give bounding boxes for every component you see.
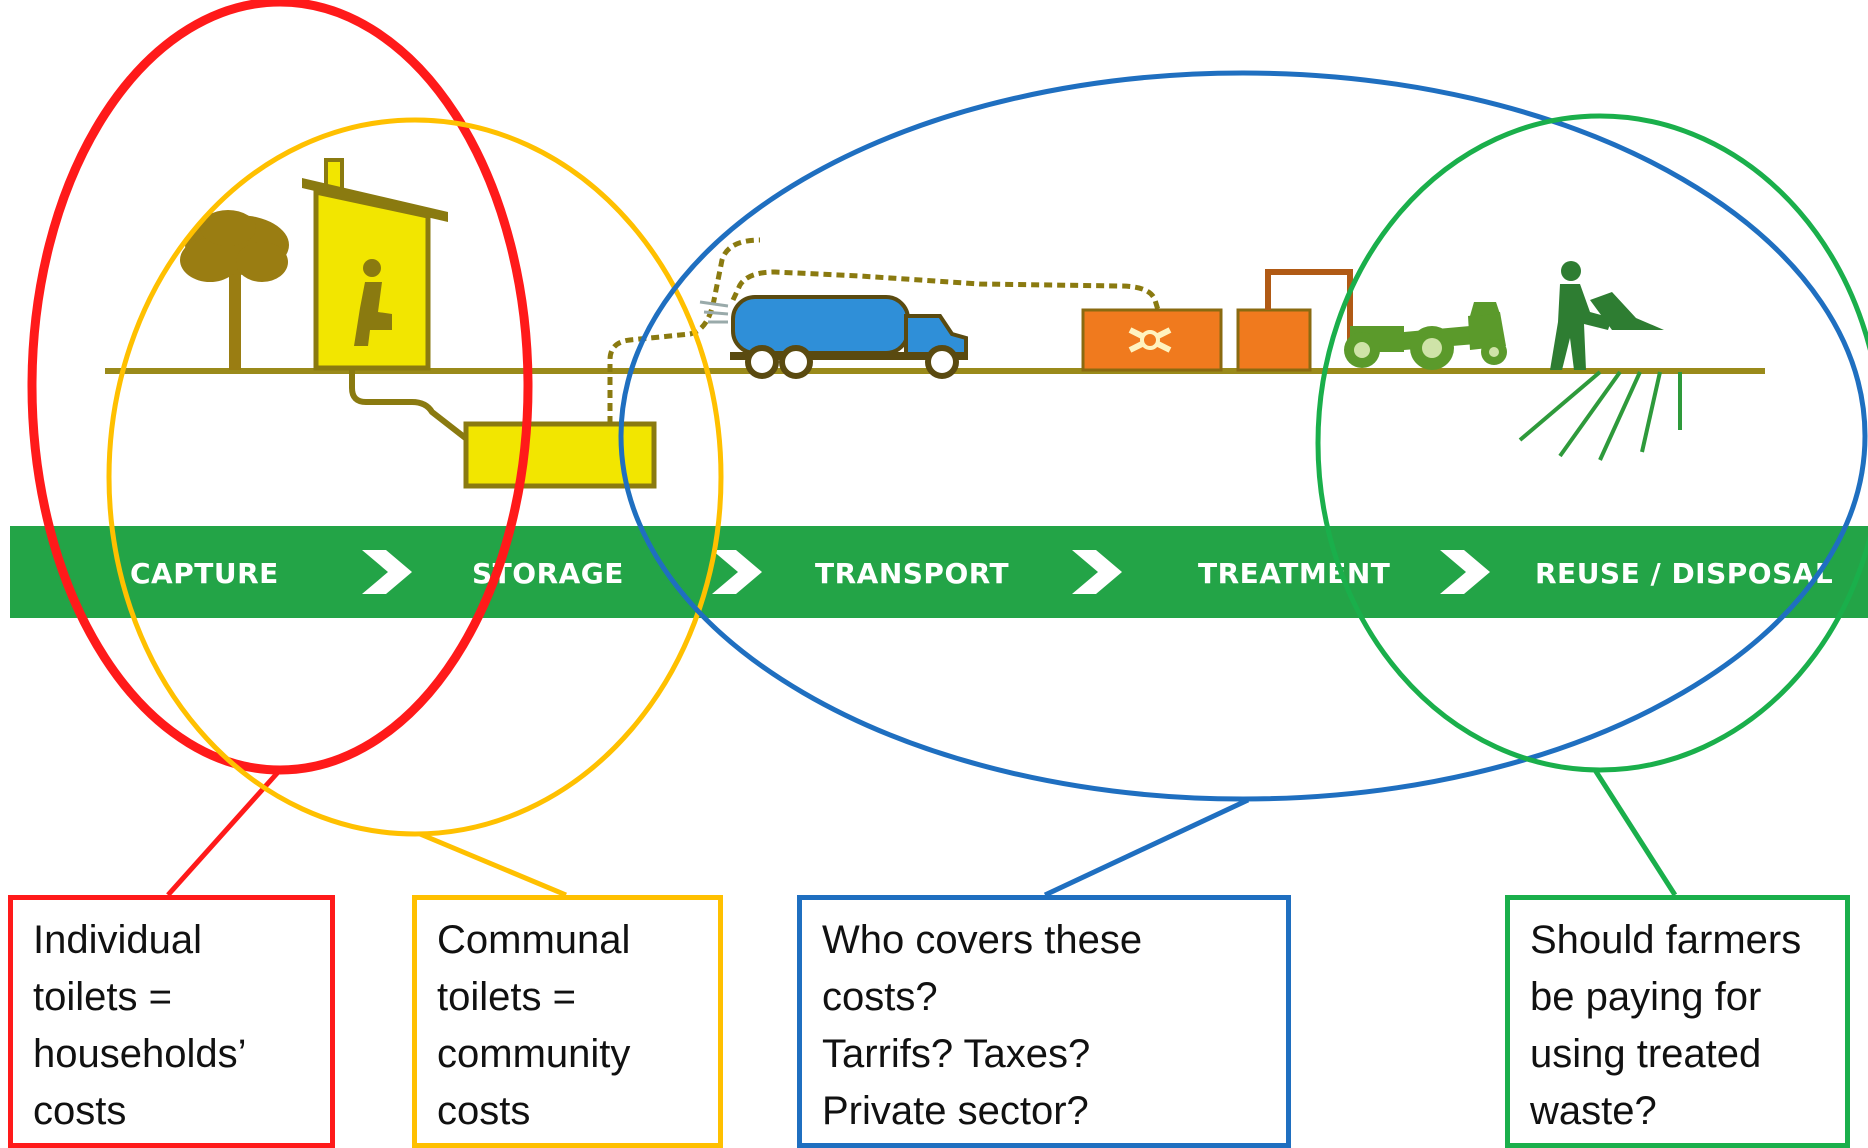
callout-line: using treated: [1530, 1032, 1762, 1076]
callout-line: be paying for: [1530, 975, 1762, 1019]
connector-yellow: [419, 831, 567, 898]
chevron-right-icon: [362, 550, 412, 594]
callout-line: Private sector?: [822, 1089, 1089, 1133]
tree-icon: [180, 210, 289, 370]
tractor-icon: [1344, 302, 1507, 370]
toilet-icon: [302, 158, 470, 443]
chevron-right-icon: [1440, 550, 1490, 594]
ellipse-individual-costs: [27, 0, 533, 775]
ellipse-community-costs: [106, 117, 724, 837]
callout-line: Communal: [437, 918, 631, 962]
farmer-icon: [1518, 261, 1682, 461]
callout-line: community: [437, 1032, 631, 1076]
truck-icon: [699, 269, 1161, 379]
callout-line: toilets =: [437, 975, 576, 1019]
callout-line: Individual: [33, 918, 203, 962]
callout-line: households’: [33, 1032, 247, 1076]
callout-communal-toilets: Communal toilets = community costs: [412, 895, 723, 1148]
ellipse-farmer-costs: [1315, 113, 1868, 773]
callout-line: waste?: [1530, 1089, 1657, 1133]
callout-line: Who covers these: [822, 918, 1143, 962]
connector-red: [166, 768, 282, 897]
ellipse-public-costs: [618, 70, 1868, 802]
connector-green: [1592, 768, 1678, 897]
stage-label-reuse-disposal: REUSE / DISPOSAL: [1535, 557, 1833, 590]
chevron-right-icon: [712, 550, 762, 594]
treatment-plant-icon: [1081, 269, 1353, 372]
stage-label-capture: CAPTURE: [130, 557, 279, 590]
callout-farmers-paying: Should farmers be paying for using treat…: [1505, 895, 1850, 1148]
chevron-right-icon: [1072, 550, 1122, 594]
callout-line: Should farmers: [1530, 918, 1802, 962]
stage-label-treatment: TREATMENT: [1198, 557, 1390, 590]
stage-band: [10, 526, 1868, 618]
callout-line: costs: [33, 1089, 127, 1133]
storage-tank-icon: [463, 237, 761, 489]
callout-individual-toilets: Individual toilets = households’ costs: [8, 895, 335, 1148]
callout-line: Tarrifs? Taxes?: [822, 1032, 1091, 1076]
callout-line: costs: [437, 1089, 531, 1133]
callout-line: toilets =: [33, 975, 172, 1019]
connector-blue: [1043, 797, 1250, 898]
callout-line: costs?: [822, 975, 938, 1019]
stage-label-transport: TRANSPORT: [815, 557, 1009, 590]
callout-who-covers-costs: Who covers these costs? Tarrifs? Taxes? …: [797, 895, 1291, 1148]
